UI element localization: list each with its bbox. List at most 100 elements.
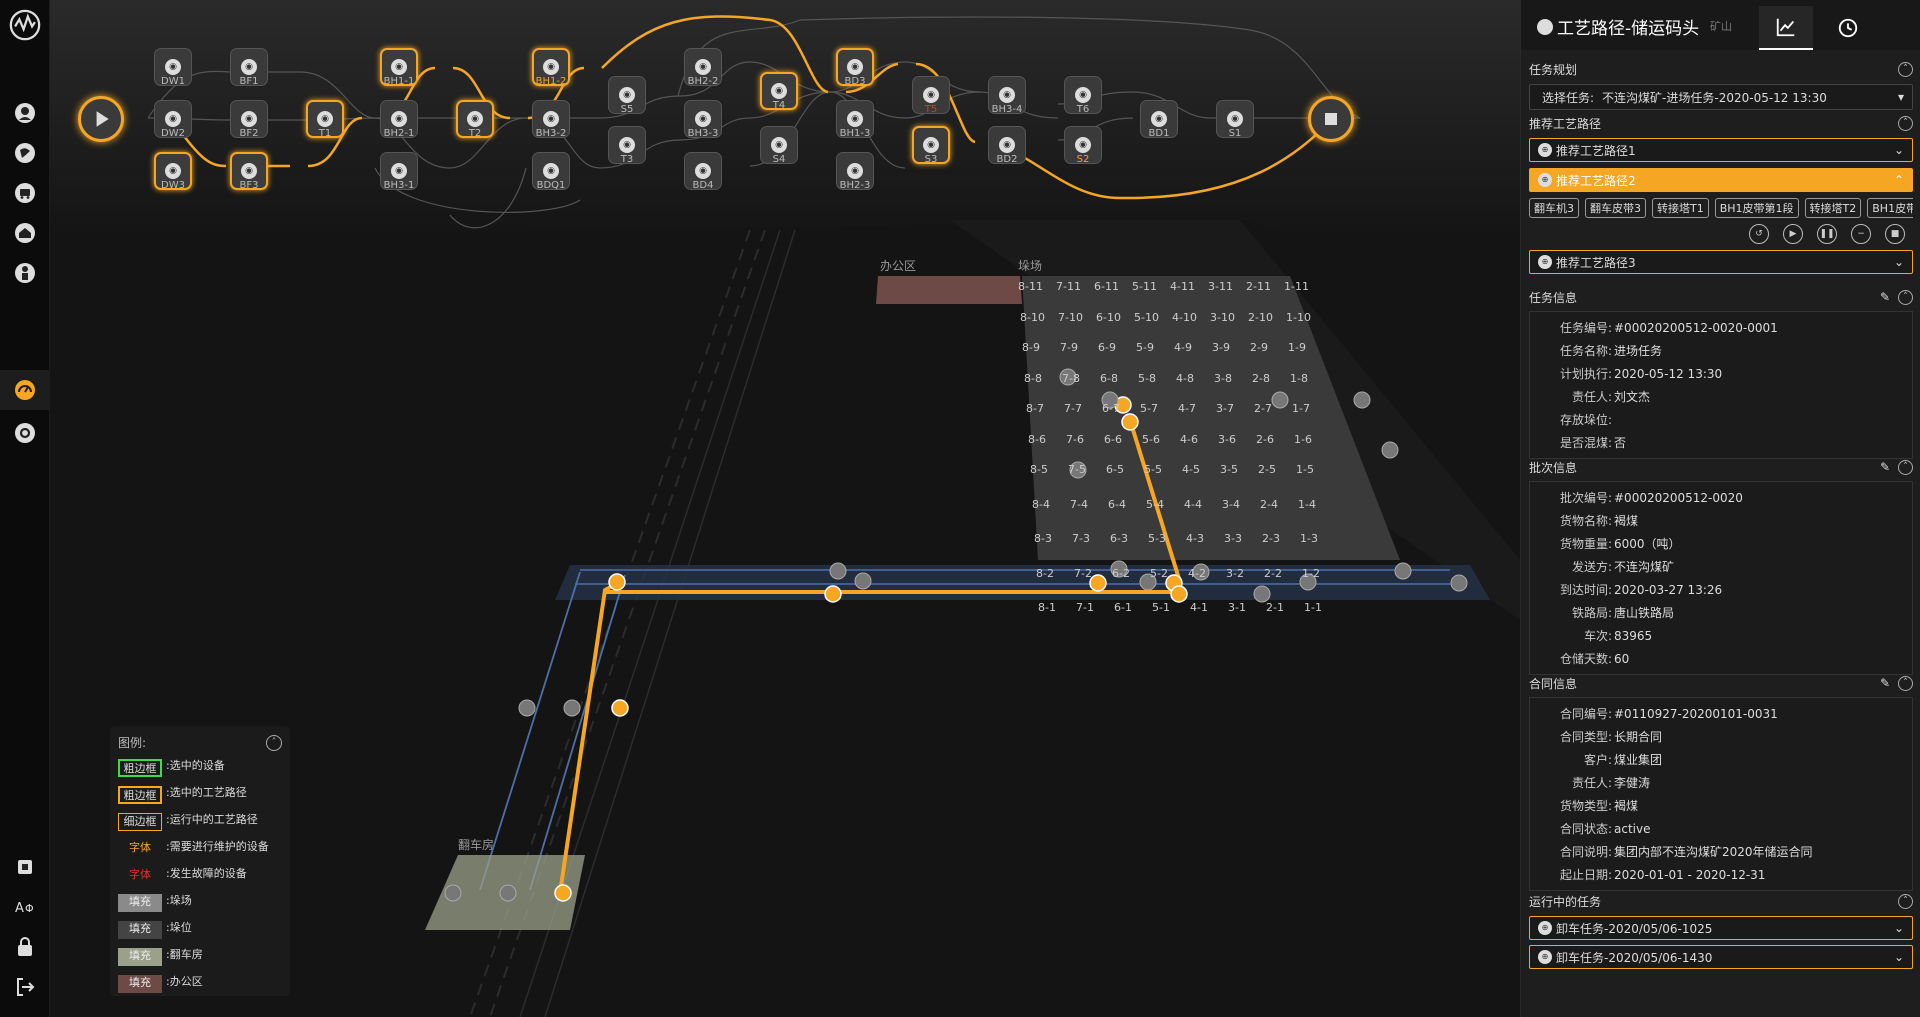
reset-icon[interactable]: ↺	[1749, 224, 1769, 244]
flow-node[interactable]: ◉	[230, 48, 268, 86]
stack-cell[interactable]: 1-3	[1300, 532, 1318, 545]
stack-cell[interactable]: 4-10	[1172, 310, 1197, 324]
stack-cell[interactable]: 8-11	[1018, 280, 1043, 293]
stack-cell[interactable]: 6-10	[1096, 310, 1121, 324]
stack-cell[interactable]: 4-8	[1176, 371, 1194, 385]
play-icon[interactable]: ▶	[1783, 224, 1803, 244]
stack-cell[interactable]: 3-10	[1210, 310, 1235, 324]
vehicle-icon[interactable]	[10, 178, 40, 208]
stack-cell[interactable]: 7-8	[1062, 371, 1080, 385]
task-select[interactable]: 选择任务:不连沟煤矿-进场任务-2020-05-12 13:30 ▾	[1529, 84, 1913, 110]
stack-cell[interactable]: 5-5	[1144, 463, 1162, 476]
flow-node[interactable]: ◉	[380, 100, 418, 138]
warehouse-icon[interactable]	[10, 218, 40, 248]
route-chip[interactable]: BH1皮带	[1867, 198, 1913, 218]
flow-node[interactable]: ◉	[836, 100, 874, 138]
collapse-icon[interactable]: ˄	[1898, 115, 1913, 131]
stack-cell[interactable]: 1-8	[1290, 371, 1308, 385]
stack-cell[interactable]: 2-3	[1262, 532, 1280, 545]
stack-cell[interactable]: 7-4	[1070, 497, 1088, 511]
stack-cell[interactable]: 4-7	[1178, 402, 1196, 415]
stack-cell[interactable]: 1-2	[1302, 566, 1320, 580]
flow-node[interactable]: ◉	[1064, 126, 1102, 164]
flow-node[interactable]: ◉	[154, 48, 192, 86]
flow-node[interactable]: ◉	[988, 126, 1026, 164]
stop-icon[interactable]: ■	[1885, 224, 1905, 244]
flow-node[interactable]: ◉	[456, 100, 494, 138]
stack-cell[interactable]: 2-1	[1266, 601, 1284, 614]
stack-cell[interactable]: 3-9	[1212, 341, 1230, 354]
flow-node[interactable]: ◉	[230, 100, 268, 138]
stack-cell[interactable]: 3-2	[1226, 566, 1244, 580]
stack-cell[interactable]: 8-10	[1020, 310, 1045, 324]
stack-cell[interactable]: 5-1	[1152, 601, 1170, 614]
stack-cell[interactable]: 6-2	[1112, 566, 1130, 580]
stack-cell[interactable]: 3-4	[1222, 497, 1240, 511]
stack-cell[interactable]: 4-11	[1170, 280, 1195, 293]
lock-icon[interactable]	[10, 932, 40, 962]
stack-cell[interactable]: 7-1	[1076, 601, 1094, 614]
stack-cell[interactable]: 7-11	[1056, 280, 1081, 293]
stack-cell[interactable]: 7-7	[1064, 402, 1082, 415]
flow-node[interactable]: ◉	[608, 126, 646, 164]
globe-icon[interactable]	[10, 138, 40, 168]
flow-node[interactable]: ◉	[230, 152, 268, 190]
stack-cell[interactable]: 7-2	[1074, 566, 1092, 580]
chip-icon[interactable]	[10, 852, 40, 882]
tab-history[interactable]	[1821, 6, 1875, 50]
flow-node[interactable]: ◉	[684, 48, 722, 86]
stack-cell[interactable]: 4-1	[1190, 601, 1208, 614]
stack-cell[interactable]: 3-6	[1218, 432, 1236, 446]
route-2-select[interactable]: ⊕推荐工艺路径2 ⌃	[1529, 168, 1913, 192]
flow-node[interactable]: ◉	[380, 152, 418, 190]
stack-cell[interactable]: 3-8	[1214, 371, 1232, 385]
stack-cell[interactable]: 2-6	[1256, 432, 1274, 446]
stack-cell[interactable]: 1-11	[1284, 280, 1309, 293]
route-chip[interactable]: 转接塔T2	[1804, 198, 1862, 218]
stack-cell[interactable]: 6-6	[1104, 432, 1122, 446]
stack-cell[interactable]: 6-5	[1106, 463, 1124, 476]
flow-node[interactable]: ◉	[684, 152, 722, 190]
flow-node[interactable]: ◉	[988, 76, 1026, 114]
collapse-icon[interactable]: ˄	[1898, 459, 1913, 475]
person-icon[interactable]	[10, 258, 40, 288]
stack-cell[interactable]: 4-4	[1184, 497, 1202, 511]
stack-cell[interactable]: 7-10	[1058, 310, 1083, 324]
pause-icon[interactable]: ❚❚	[1817, 224, 1837, 244]
stack-cell[interactable]: 1-1	[1304, 601, 1322, 614]
stack-cell[interactable]: 4-5	[1182, 463, 1200, 476]
flow-node[interactable]: ◉	[760, 72, 798, 110]
minus-icon[interactable]: −	[1851, 224, 1871, 244]
stack-cell[interactable]: 6-11	[1094, 280, 1119, 293]
edit-icon[interactable]: ✎	[1880, 289, 1891, 304]
stack-cell[interactable]: 1-4	[1298, 497, 1316, 511]
flow-node[interactable]: ◉	[912, 126, 950, 164]
stack-cell[interactable]: 7-6	[1066, 432, 1084, 446]
collapse-icon[interactable]: ˄	[1898, 289, 1913, 305]
stack-cell[interactable]: 2-10	[1248, 310, 1273, 324]
flow-node[interactable]: ◉	[532, 48, 570, 86]
stack-cell[interactable]: 6-9	[1098, 341, 1116, 354]
tab-chart[interactable]	[1759, 6, 1813, 50]
settings-icon[interactable]	[10, 418, 40, 448]
stack-cell[interactable]: 5-9	[1136, 341, 1154, 354]
stack-cell[interactable]: 5-2	[1150, 566, 1168, 580]
flow-node[interactable]: ◉	[912, 76, 950, 114]
stack-cell[interactable]: 5-7	[1140, 402, 1158, 415]
stack-cell[interactable]: 4-2	[1188, 566, 1206, 580]
stack-cell[interactable]: 2-7	[1254, 402, 1272, 415]
stack-cell[interactable]: 2-9	[1250, 341, 1268, 354]
flow-node[interactable]: ◉	[154, 100, 192, 138]
stack-cell[interactable]: 8-1	[1038, 601, 1056, 614]
flow-node[interactable]: ◉	[684, 100, 722, 138]
stack-cell[interactable]: 8-3	[1034, 532, 1052, 545]
stack-cell[interactable]: 1-6	[1294, 432, 1312, 446]
flow-node[interactable]: ◉	[1140, 100, 1178, 138]
stack-cell[interactable]: 6-4	[1108, 497, 1126, 511]
flow-node[interactable]: ◉	[532, 152, 570, 190]
stack-cell[interactable]: 2-11	[1246, 280, 1271, 293]
flow-node[interactable]: ◉	[532, 100, 570, 138]
stack-cell[interactable]: 5-3	[1148, 532, 1166, 545]
